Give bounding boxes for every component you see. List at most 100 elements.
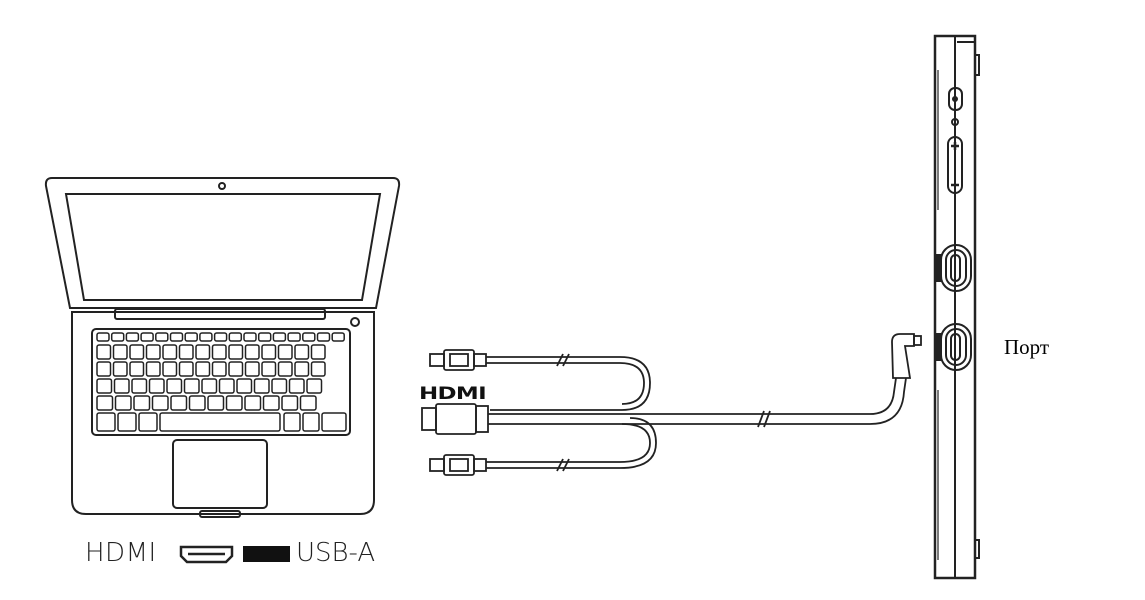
key xyxy=(244,361,260,377)
key xyxy=(131,378,148,394)
key xyxy=(331,332,345,342)
key xyxy=(310,361,326,377)
key xyxy=(170,395,188,411)
key xyxy=(261,361,277,377)
laptop-base xyxy=(71,311,375,515)
key xyxy=(201,378,218,394)
key xyxy=(228,344,244,360)
key xyxy=(133,395,151,411)
key xyxy=(321,412,347,432)
key xyxy=(117,412,137,432)
usb-c-port-lower xyxy=(940,323,972,371)
key xyxy=(96,361,112,377)
key xyxy=(294,344,310,360)
key xyxy=(277,344,293,360)
key xyxy=(211,361,227,377)
key xyxy=(129,344,145,360)
touchpad xyxy=(172,439,268,509)
volume-rocker xyxy=(947,136,963,194)
key xyxy=(155,332,169,342)
power-button-icon xyxy=(948,87,963,111)
key xyxy=(294,361,310,377)
micro-usb-connector-bottom xyxy=(429,454,487,476)
laptop-screen xyxy=(64,193,382,301)
key xyxy=(112,361,128,377)
hdmi-connector xyxy=(421,403,489,435)
key xyxy=(302,412,320,432)
key xyxy=(178,344,194,360)
key xyxy=(213,332,228,342)
side-button xyxy=(974,54,980,76)
key xyxy=(188,395,206,411)
key xyxy=(199,332,213,342)
key xyxy=(262,395,280,411)
power-button-icon xyxy=(350,317,360,327)
key xyxy=(228,332,243,342)
key xyxy=(243,332,257,342)
micro-usb-connector-top xyxy=(429,349,487,371)
key xyxy=(316,332,331,342)
key xyxy=(184,332,198,342)
legend-hdmi-label: HDMI xyxy=(85,538,157,568)
usb-c-l-connector xyxy=(891,333,922,379)
hdmi-usb-cable xyxy=(421,333,922,476)
key xyxy=(283,412,301,432)
laptop-lid xyxy=(44,177,401,309)
key xyxy=(183,378,200,394)
key xyxy=(228,361,244,377)
key xyxy=(162,344,178,360)
key xyxy=(277,361,293,377)
keyboard-keys xyxy=(96,332,347,432)
key xyxy=(151,395,169,411)
key xyxy=(113,378,130,394)
key xyxy=(310,344,326,360)
laptop-notch xyxy=(199,510,241,518)
key xyxy=(287,332,301,342)
key xyxy=(169,332,184,342)
key xyxy=(281,395,299,411)
key xyxy=(211,344,227,360)
webcam-icon xyxy=(218,182,226,190)
key xyxy=(178,361,194,377)
key xyxy=(145,361,161,377)
key xyxy=(114,395,132,411)
key xyxy=(112,344,128,360)
key xyxy=(162,361,178,377)
key xyxy=(272,332,287,342)
key xyxy=(129,361,145,377)
key xyxy=(138,412,158,432)
key xyxy=(96,344,112,360)
cable-hdmi-label: HDMI xyxy=(419,384,487,404)
key xyxy=(96,395,114,411)
key xyxy=(145,344,161,360)
legend-usb-a-label: USB-A xyxy=(296,538,376,568)
key xyxy=(148,378,165,394)
key xyxy=(195,344,211,360)
key xyxy=(302,332,316,342)
key xyxy=(257,332,272,342)
port-label: Порт xyxy=(1004,335,1050,359)
key xyxy=(244,344,260,360)
key xyxy=(299,395,317,411)
key xyxy=(96,412,116,432)
usb-a-port-icon xyxy=(243,546,290,562)
key xyxy=(159,412,281,432)
key xyxy=(125,332,140,342)
key xyxy=(96,378,113,394)
laptop-illustration xyxy=(44,177,401,518)
portable-monitor-side xyxy=(933,34,980,580)
key xyxy=(166,378,183,394)
hdmi-port-icon xyxy=(179,545,234,564)
key xyxy=(253,378,270,394)
key xyxy=(306,378,323,394)
key xyxy=(207,395,225,411)
key xyxy=(236,378,253,394)
laptop-hinge xyxy=(114,308,326,320)
keyboard xyxy=(91,328,351,436)
key xyxy=(244,395,262,411)
key xyxy=(225,395,243,411)
key xyxy=(140,332,154,342)
key xyxy=(218,378,235,394)
key xyxy=(195,361,211,377)
